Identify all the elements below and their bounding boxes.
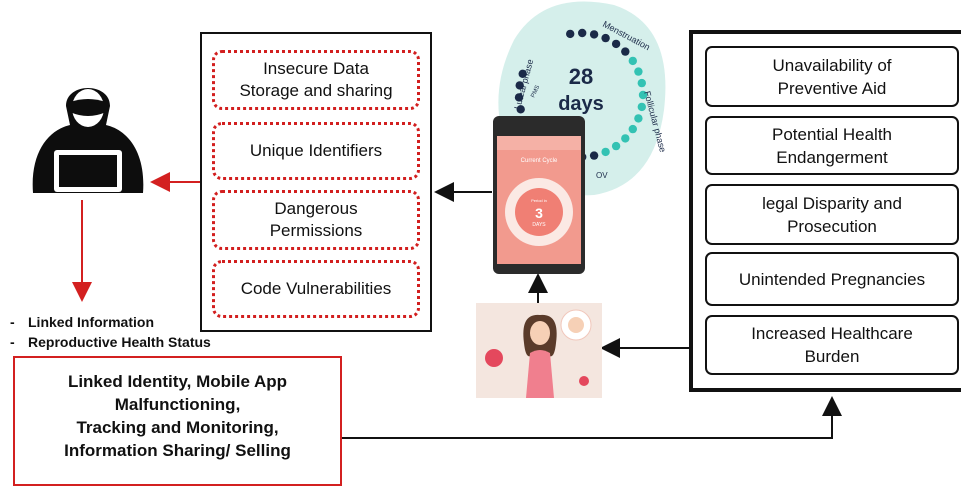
phone-title: Current Cycle [521, 158, 558, 164]
cycle-day-dot [611, 141, 621, 151]
vuln-insecure-storage: Insecure Data Storage and sharing [212, 50, 420, 110]
hacker-figure [18, 68, 158, 198]
cycle-day-dot [514, 93, 524, 102]
cycle-day-dot [637, 78, 646, 88]
smartphone-icon: Current Cycle Period in 3 DAYS [493, 116, 585, 274]
consequence-legal-disparity: legal Disparity and Prosecution [705, 184, 959, 245]
phone-count: 3 [535, 205, 543, 221]
cycle-day-dot [589, 151, 599, 160]
cycle-days-label: days [558, 93, 604, 115]
cycle-day-dot [628, 124, 637, 134]
cycle-day-dot [578, 28, 587, 38]
exposed-info-list: -Linked Information -Reproductive Health… [10, 312, 211, 352]
user-illustration [476, 303, 602, 398]
hacker-icon [32, 88, 144, 193]
vuln-unique-identifiers: Unique Identifiers [212, 122, 420, 180]
phase-pms: PMS [530, 85, 541, 99]
cycle-days-number: 28 [569, 64, 593, 89]
cycle-day-dot [601, 147, 610, 157]
consequence-unintended-pregnancies: Unintended Pregnancies [705, 252, 959, 306]
list-item: -Reproductive Health Status [10, 334, 211, 350]
cycle-day-dot [611, 39, 621, 49]
woman-icon [485, 309, 592, 398]
risks-panel: Linked Identity, Mobile App Malfunctioni… [13, 356, 342, 486]
cycle-day-dot [518, 69, 527, 79]
phone-unit: DAYS [532, 222, 546, 228]
risks-text: Linked Identity, Mobile App Malfunctioni… [64, 372, 291, 460]
cycle-day-dot [621, 134, 630, 143]
consequence-health-endangerment: Potential Health Endangerment [705, 116, 959, 175]
consequence-preventive-aid: Unavailability of Preventive Aid [705, 46, 959, 107]
cycle-day-dot [638, 90, 648, 100]
cycle-day-dot [628, 56, 637, 66]
cycle-day-dot [515, 81, 524, 90]
cycle-day-dot [589, 30, 599, 39]
consequences-panel: Unavailability of Preventive Aid Potenti… [689, 30, 961, 392]
cycle-day-dot [566, 29, 575, 39]
list-item: -Linked Information [10, 314, 154, 330]
cycle-day-dot [601, 33, 610, 43]
period-tracker-phone: Current Cycle Period in 3 DAYS [491, 116, 587, 274]
consequence-healthcare-burden: Increased Healthcare Burden [705, 315, 959, 375]
cycle-day-dot [621, 47, 630, 56]
phone-caption: Period in [531, 198, 547, 203]
vuln-code-vulnerabilities: Code Vulnerabilities [212, 260, 420, 318]
vulnerabilities-panel: Insecure Data Storage and sharing Unique… [200, 32, 432, 332]
cycle-day-dot [634, 67, 643, 76]
phase-ovulation: OV [596, 171, 608, 180]
arrow-risks-to-consequences [342, 396, 842, 439]
cycle-day-dot [634, 114, 643, 123]
cycle-day-dot [516, 105, 525, 114]
cycle-day-dot [637, 102, 646, 112]
vuln-dangerous-permissions: Dangerous Permissions [212, 190, 420, 250]
